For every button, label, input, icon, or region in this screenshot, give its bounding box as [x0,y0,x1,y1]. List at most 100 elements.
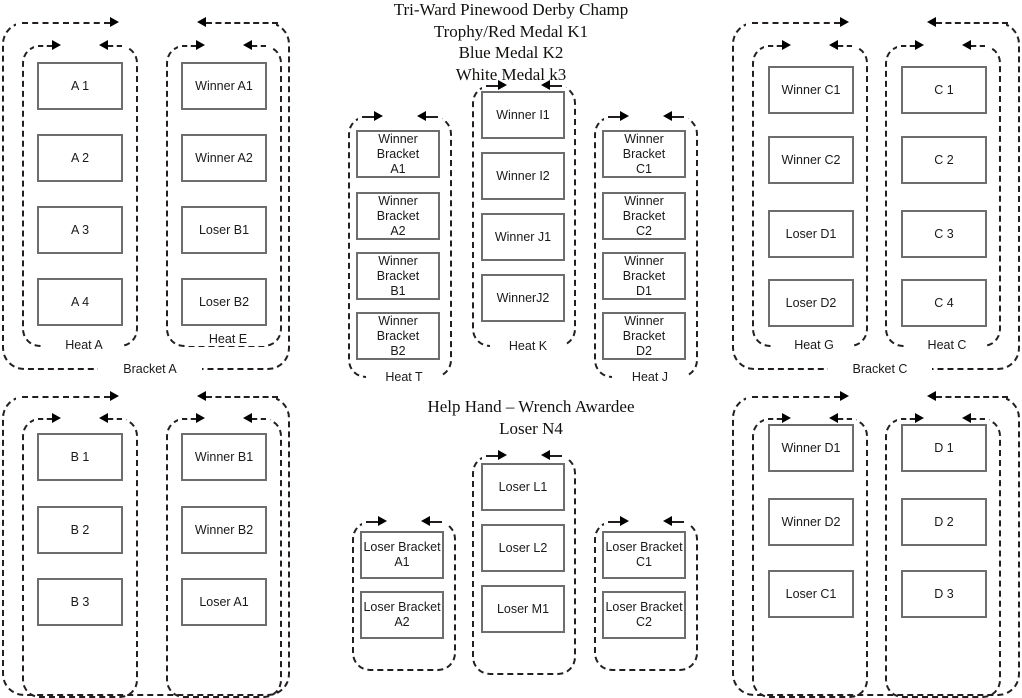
heat-e-arrow-left [243,40,252,50]
racer-box: B 2 [37,506,123,554]
bracket-d-top-tail [752,396,840,398]
heat-j-arrow-right [620,111,629,121]
racer-box: WinnerJ2 [481,274,565,322]
loser-center-arrow-right [498,450,507,460]
heat-d-top-gap [897,415,989,422]
heat-k-arrow-right [498,80,507,90]
heat-j-tail-left [608,116,620,118]
loser-right-top-gap [604,518,688,525]
heat-a-tail-left [38,45,52,47]
racer-box: Loser B2 [181,278,267,326]
heat-d-tail-left [901,418,915,420]
bracket-b-top-tail [22,396,110,398]
racer-box: Loser Bracket C1 [602,531,686,579]
heat-c-tail-left [901,45,915,47]
racer-box: Winner J1 [481,213,565,261]
heat-h-arrow-right [782,413,791,423]
champion-title: Tri-Ward Pinewood Derby Champ Trophy/Red… [393,0,629,84]
loser-center-tail-right [550,455,562,457]
heat-k-tail-left [486,85,498,87]
racer-box: Winner Bracket A2 [356,192,440,240]
heat-h-tail-right [838,418,852,420]
heat-e-tail-left [182,45,196,47]
bracket-a-arrow-right [110,17,119,27]
heat-c-label: Heat C [907,338,987,352]
racer-box: Loser Bracket C2 [602,591,686,639]
bracket-b-top-tail-2 [206,396,278,398]
racer-box: Winner D2 [768,498,854,546]
heat-j-top-gap [604,113,688,120]
bracket-c-top-tail [752,22,840,24]
racer-box: A 4 [37,278,123,326]
heat-f-arrow-left [243,413,252,423]
heat-j-tail-right [672,116,684,118]
bracket-d-top-tail-2 [936,396,1008,398]
heat-h-top-gap [764,415,856,422]
racer-box: Winner B2 [181,506,267,554]
heat-f-top-gap [178,415,270,422]
racer-box: A 1 [37,62,123,110]
racer-box: D 3 [901,570,987,618]
heat-t-tail-right [426,116,438,118]
heat-a-arrow-right [52,40,61,50]
racer-box: Winner Bracket B1 [356,252,440,300]
heat-d-tail-right [971,418,985,420]
bracket-a-label: Bracket A [98,362,202,376]
loser-right-arrow-left [663,516,672,526]
bracket-b-arrow-right [110,391,119,401]
racer-box: Winner Bracket B2 [356,312,440,360]
racer-box: C 4 [901,279,987,327]
racer-box: Winner B1 [181,433,267,481]
heat-a-label: Heat A [44,338,124,352]
racer-box: Loser D2 [768,279,854,327]
heat-a-arrow-left [99,40,108,50]
racer-box: D 1 [901,424,987,472]
bracket-d-top-gap [746,393,1006,400]
racer-box: D 2 [901,498,987,546]
loser-left-tail-right [430,521,442,523]
racer-box: Winner D1 [768,424,854,472]
heat-t-top-gap [358,113,442,120]
heat-e-top-gap [178,42,270,49]
heat-j-label: Heat J [612,370,688,384]
loser-center-tail-left [486,455,498,457]
racer-box: Loser L2 [481,524,565,572]
heat-t-label: Heat T [366,370,442,384]
heat-t-tail-left [362,116,374,118]
racer-box: Winner Bracket C2 [602,192,686,240]
heat-d-arrow-right [915,413,924,423]
heat-h-arrow-left [829,413,838,423]
racer-box: Loser Bracket A1 [360,531,444,579]
racer-box: Loser A1 [181,578,267,626]
loser-center-top-gap [482,452,566,459]
loser-left-top-gap [362,518,446,525]
racer-box: C 3 [901,210,987,258]
racer-box: B 1 [37,433,123,481]
bracket-a-top-tail [22,22,110,24]
heat-c-arrow-right [915,40,924,50]
heat-c-arrow-left [962,40,971,50]
loser-left-tail-left [366,521,378,523]
heat-k-label: Heat K [490,339,566,353]
racer-box: Loser L1 [481,463,565,511]
heat-k-tail-right [550,85,562,87]
heat-t-arrow-right [374,111,383,121]
heat-b-tail-right [108,418,122,420]
heat-c-tail-right [971,45,985,47]
heat-f-tail-right [252,418,266,420]
racer-box: B 3 [37,578,123,626]
heat-j-arrow-left [663,111,672,121]
bracket-b-top-gap [16,393,276,400]
bracket-d-arrow-left [927,391,936,401]
heat-b-top-gap [34,415,126,422]
heat-e-label: Heat E [188,332,268,346]
racer-box: Loser M1 [481,585,565,633]
heat-h-tail-left [768,418,782,420]
heat-g-arrow-right [782,40,791,50]
heat-k-arrow-left [541,80,550,90]
heat-a-top-gap [34,42,126,49]
heat-f-arrow-right [196,413,205,423]
heat-a-tail-right [108,45,122,47]
bracket-d-arrow-right [840,391,849,401]
